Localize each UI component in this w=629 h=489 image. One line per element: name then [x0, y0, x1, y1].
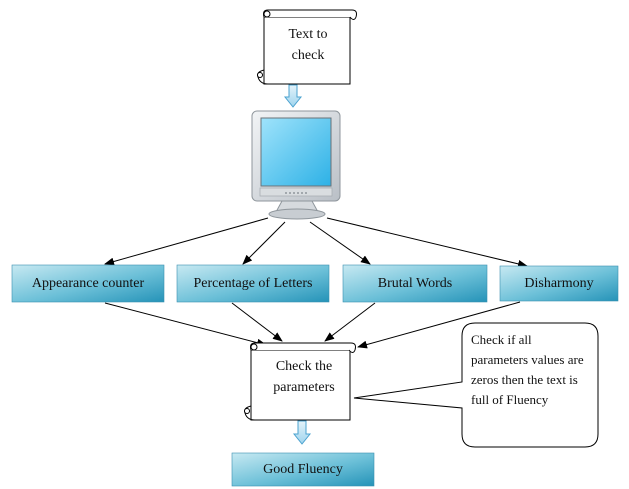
percentage-of-letters-box [176, 264, 330, 303]
check-scroll-text: Check the parameters [273, 359, 335, 395]
arrow-to-disharmony [326, 217, 528, 268]
good-fluency-box [231, 452, 375, 487]
computer-monitor-icon [251, 110, 341, 220]
input-scroll-text: Text to check [288, 27, 328, 63]
disharmony-box [499, 265, 619, 302]
down-arrow-2-icon [292, 420, 312, 445]
arrow-to-brutal-words [309, 221, 371, 265]
appearance-counter-label: Appearance counter [31, 275, 145, 291]
appearance-counter-box [11, 264, 165, 303]
callout-text: Check if all parameters values are zeros… [471, 332, 584, 407]
input-scroll-shape [257, 9, 357, 85]
monitor-to-parameter-arrows [104, 217, 528, 268]
down-arrow-1-icon [283, 84, 303, 108]
disharmony-label: Disharmony [524, 275, 594, 291]
arrow-to-percentage-of-letters [242, 221, 286, 265]
check-scroll-shape [244, 342, 356, 421]
brutal-words-box [342, 264, 488, 303]
parameter-to-check-arrows [104, 301, 521, 349]
callout-bubble-shape [353, 322, 599, 448]
arrow-to-appearance-counter [104, 217, 269, 266]
good-fluency-label: Good Fluency [263, 461, 343, 477]
percentage-of-letters-label: Percentage of Letters [193, 275, 313, 291]
brutal-words-label: Brutal Words [377, 275, 453, 291]
